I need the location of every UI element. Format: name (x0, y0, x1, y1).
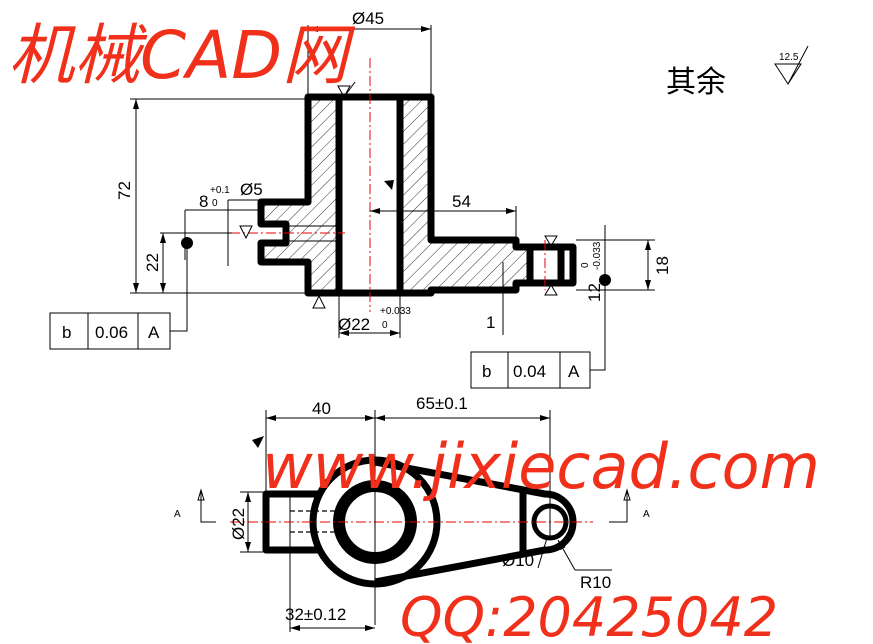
leader-tolerance-right (590, 305, 606, 371)
roughness-icon (544, 284, 558, 296)
roughness-icon (544, 235, 558, 247)
roughness-icon (384, 180, 394, 190)
tolerance-frame-left: b 0.06 A (49, 312, 171, 350)
dim-bore-22-lower: 0 (382, 320, 388, 331)
tolerance-datum: A (568, 362, 580, 381)
watermark-url: www.jixiecad.com (262, 430, 820, 503)
hub-outline (257, 93, 577, 297)
dim-slot-8: 8 (199, 192, 208, 211)
dim-small: 1 (486, 313, 495, 332)
dim-phi22: Ø22 (229, 508, 248, 540)
section-label-left: A (174, 509, 181, 520)
tolerance-symbol: b (482, 362, 491, 381)
watermark-qq: QQ:20425042 (400, 586, 778, 644)
dim-slot-8-upper: +0.1 (210, 185, 230, 196)
dim-22: 22 (143, 253, 162, 272)
section-marker-left (200, 492, 216, 523)
leader-tolerance-left (170, 243, 188, 332)
leader-d10 (537, 537, 548, 569)
roughness-value: 12.5 (779, 52, 799, 63)
tolerance-datum: A (148, 323, 160, 342)
plan-view: 40 65±0.1 Ø22 32±0.12 R10 Ø10 A A (174, 394, 650, 632)
dim-72: 72 (115, 181, 134, 200)
dim-32: 32±0.12 (285, 605, 346, 624)
dim-d10: Ø10 (502, 551, 534, 570)
roughness-icon (312, 294, 326, 309)
dim-bore-22-upper: +0.033 (380, 306, 411, 317)
dim-bore-22: Ø22 (338, 315, 370, 334)
dim-r10: R10 (580, 573, 611, 592)
dim-slot-8-lower: 0 (212, 198, 218, 209)
datum-point-right (599, 274, 611, 286)
roughness-icon (239, 225, 253, 240)
dim-phi45: Ø45 (352, 9, 384, 28)
tolerance-frame-right: b 0.04 A (470, 351, 591, 389)
tolerance-symbol: b (62, 323, 71, 342)
tolerance-value: 0.06 (95, 323, 128, 342)
dim-12-lower: -0.033 (592, 241, 603, 270)
section-marker-right (609, 492, 628, 523)
roughness-symbol: 12.5 (774, 45, 809, 85)
section-arrow-icon (197, 488, 205, 501)
section-view: Ø45 72 22 8 +0.1 0 Ø5 b 0.06 A (49, 9, 672, 389)
dim-12-upper: 0 (580, 262, 591, 268)
roughness-icon (337, 81, 356, 99)
watermark: 机械CAD网 www.jixiecad.com QQ:20425042 (8, 17, 820, 644)
dim-40: 40 (312, 399, 331, 418)
section-label-right: A (643, 509, 650, 520)
watermark-title: 机械CAD网 (8, 17, 356, 94)
section-arrow-icon (623, 488, 631, 501)
hatch-right (400, 97, 530, 293)
dim-65: 65±0.1 (416, 394, 468, 413)
leader-r10 (557, 539, 576, 571)
tolerance-value: 0.04 (513, 362, 546, 381)
dim-12: 12 (585, 283, 604, 302)
dim-54: 54 (452, 192, 471, 211)
roughness-icon (252, 436, 264, 448)
dim-phi5: Ø5 (240, 180, 263, 199)
dim-18: 18 (653, 256, 672, 275)
note-other-surfaces: 其余 (666, 65, 726, 100)
